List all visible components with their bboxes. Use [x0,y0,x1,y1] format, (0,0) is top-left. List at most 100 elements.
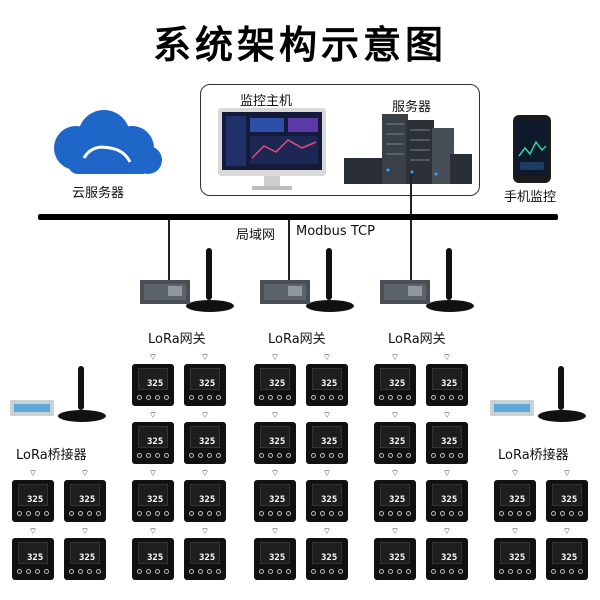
thermostat-screen: 325 [18,542,48,564]
gateway-wire-2 [288,220,290,284]
wifi-icon: ⌔ [442,469,452,479]
thermostat-buttons [311,511,343,517]
thermostat-screen: 325 [260,368,290,390]
thermostat-reading: 325 [199,379,216,389]
thermostat-device: 325 [306,480,348,522]
protocol-label: Modbus TCP [296,224,375,239]
thermostat-screen: 325 [552,542,582,564]
thermostat-buttons [17,569,49,575]
thermostat-reading: 325 [147,437,164,447]
server-label: 服务器 [392,100,432,115]
thermostat-screen: 325 [312,484,342,506]
thermostat-device: 325 [374,364,416,406]
phone-icon [513,115,551,183]
cloud-icon [54,110,162,174]
lora-bridge-icon [10,366,106,422]
thermostat-buttons [69,511,101,517]
thermostat-device: 325 [494,538,536,580]
thermostat-device: 325 [546,480,588,522]
thermostat-buttons [259,511,291,517]
thermostat-buttons [189,569,221,575]
thermostat-device: 325 [64,538,106,580]
monitor-icon [218,108,326,190]
thermostat-device: 325 [12,538,54,580]
thermostat-device: 325 [132,422,174,464]
thermostat-screen: 325 [500,542,530,564]
thermostat-device: 325 [546,538,588,580]
thermostat-device: 325 [184,480,226,522]
thermostat-reading: 325 [147,379,164,389]
thermostat-screen: 325 [432,368,462,390]
thermostat-buttons [137,569,169,575]
thermostat-buttons [311,395,343,401]
thermostat-buttons [431,569,463,575]
thermostat-reading: 325 [441,495,458,505]
thermostat-screen: 325 [260,426,290,448]
gateway-label-1: LoRa网关 [148,332,206,347]
thermostat-reading: 325 [561,495,578,505]
thermostat-buttons [379,453,411,459]
thermostat-device: 325 [184,364,226,406]
thermostat-reading: 325 [147,553,164,563]
wifi-icon: ⌔ [510,469,520,479]
thermostat-screen: 325 [70,542,100,564]
thermostat-screen: 325 [312,426,342,448]
wifi-icon: ⌔ [390,469,400,479]
wifi-icon: ⌔ [148,527,158,537]
wifi-icon: ⌔ [390,527,400,537]
wifi-icon: ⌔ [200,353,210,363]
thermostat-reading: 325 [321,379,338,389]
thermostat-reading: 325 [27,553,44,563]
thermostat-screen: 325 [18,484,48,506]
thermostat-screen: 325 [500,484,530,506]
thermostat-buttons [259,569,291,575]
lora-gateway-icon [380,248,474,312]
thermostat-buttons [259,395,291,401]
thermostat-reading: 325 [269,437,286,447]
thermostat-reading: 325 [441,437,458,447]
thermostat-screen: 325 [380,426,410,448]
wifi-icon: ⌔ [80,469,90,479]
thermostat-reading: 325 [389,495,406,505]
server-bus-wire [410,174,412,216]
wifi-icon: ⌔ [148,469,158,479]
thermostat-buttons [137,511,169,517]
thermostat-screen: 325 [138,368,168,390]
thermostat-buttons [379,569,411,575]
thermostat-reading: 325 [199,437,216,447]
thermostat-reading: 325 [389,437,406,447]
cloud-server-label: 云服务器 [72,186,125,201]
thermostat-buttons [551,569,583,575]
thermostat-reading: 325 [561,553,578,563]
thermostat-device: 325 [374,538,416,580]
wifi-icon: ⌔ [148,353,158,363]
thermostat-reading: 325 [321,495,338,505]
thermostat-screen: 325 [138,542,168,564]
thermostat-device: 325 [426,364,468,406]
thermostat-screen: 325 [190,484,220,506]
thermostat-device: 325 [254,364,296,406]
thermostat-buttons [137,395,169,401]
thermostat-buttons [69,569,101,575]
thermostat-buttons [499,511,531,517]
wifi-icon: ⌔ [390,353,400,363]
thermostat-buttons [189,453,221,459]
thermostat-reading: 325 [509,553,526,563]
thermostat-buttons [431,395,463,401]
thermostat-reading: 325 [79,553,96,563]
thermostat-reading: 325 [269,379,286,389]
thermostat-screen: 325 [260,542,290,564]
thermostat-screen: 325 [138,484,168,506]
thermostat-buttons [189,395,221,401]
thermostat-reading: 325 [269,495,286,505]
thermostat-buttons [431,511,463,517]
thermostat-buttons [379,511,411,517]
wifi-icon: ⌔ [322,411,332,421]
thermostat-reading: 325 [199,495,216,505]
gateway-label-3: LoRa网关 [388,332,446,347]
thermostat-device: 325 [12,480,54,522]
thermostat-device: 325 [254,422,296,464]
wifi-icon: ⌔ [322,469,332,479]
thermostat-device: 325 [254,480,296,522]
thermostat-screen: 325 [312,368,342,390]
